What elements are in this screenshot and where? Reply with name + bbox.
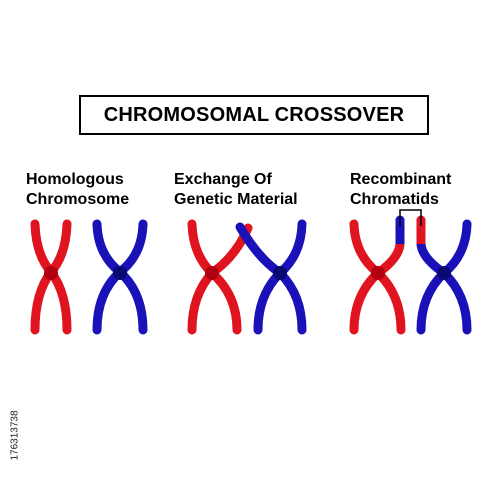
- label-line: Genetic Material: [174, 191, 298, 208]
- label-line: Homologous: [26, 171, 124, 188]
- bracket-indicator: [399, 209, 422, 226]
- label-line: Exchange Of: [174, 171, 272, 188]
- label-exchange-genetic-material: Exchange Of Genetic Material: [174, 170, 298, 210]
- label-line: Chromosome: [26, 191, 130, 208]
- chromosome-red-recombinant: [349, 215, 406, 335]
- label-recombinant-chromatids: Recombinant Chromatids: [350, 170, 451, 210]
- chromosome-blue-recombinant: [416, 215, 472, 335]
- chromosome-red-homologous: [30, 219, 72, 335]
- chromosome-blue-homologous: [92, 219, 148, 335]
- diagram-title: CHROMOSOMAL CROSSOVER: [79, 95, 429, 135]
- label-homologous-chromosome: Homologous Chromosome: [26, 170, 129, 210]
- centromere: [44, 266, 58, 280]
- chromosome-red-exchange: [187, 219, 253, 335]
- centromere: [273, 266, 287, 280]
- label-line: Chromatids: [350, 191, 439, 208]
- centromere: [437, 266, 451, 280]
- stock-id-watermark: 176313738: [9, 410, 21, 461]
- centromere: [113, 266, 127, 280]
- label-line: Recombinant: [350, 171, 452, 188]
- chromosome-blue-exchange: [235, 219, 307, 335]
- centromere: [205, 266, 219, 280]
- centromere: [371, 266, 385, 280]
